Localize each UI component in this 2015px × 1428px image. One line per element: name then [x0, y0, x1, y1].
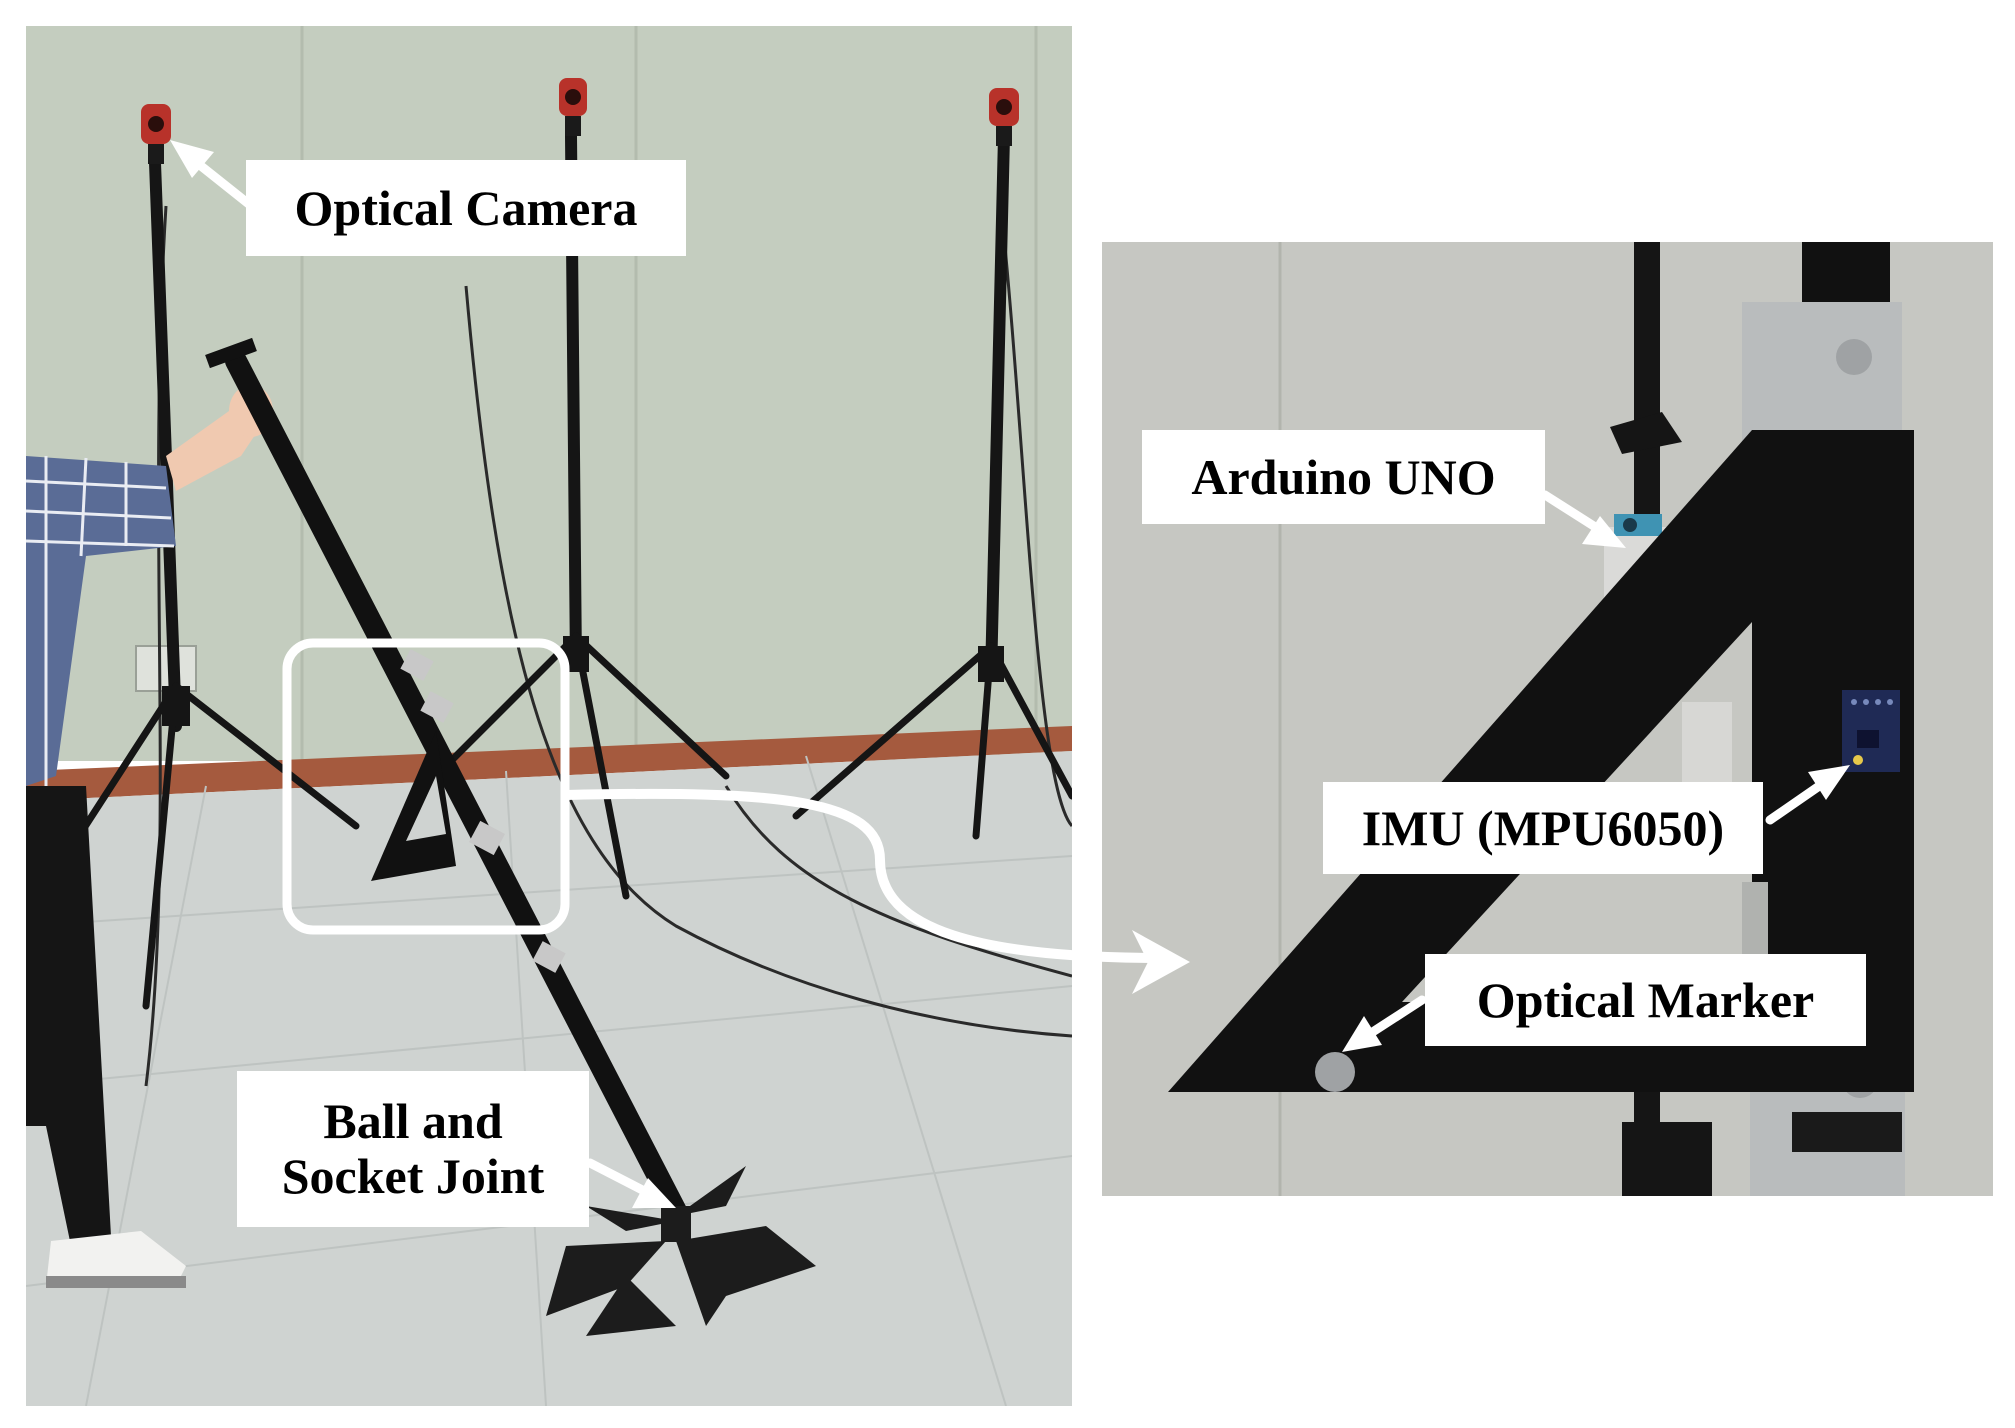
imu-label: IMU (MPU6050) [1323, 782, 1763, 874]
zoom-connector-line [565, 788, 1163, 963]
ball-socket-base [546, 1166, 816, 1336]
arduino-arrow [1540, 490, 1626, 548]
arduino-label-text: Arduino UNO [1191, 448, 1496, 505]
camera-cables [144, 205, 1072, 1087]
optical-camera-label: Optical Camera [246, 160, 686, 256]
ball-socket-arrow [585, 1158, 676, 1208]
optical-marker-label: Optical Marker [1425, 954, 1866, 1046]
optical-camera-arrow [170, 140, 255, 210]
tripod-right [792, 130, 1072, 840]
ball-socket-label-line1: Ball and [323, 1093, 503, 1149]
imu-arrow [1765, 765, 1850, 825]
optical-marker-arrow [1342, 995, 1427, 1052]
imu-board [1842, 690, 1900, 772]
person [26, 385, 273, 1288]
arduino-label: Arduino UNO [1142, 430, 1545, 524]
optical-marker-ball [1315, 1052, 1355, 1092]
zoom-connector-arrowhead [1132, 930, 1190, 994]
optical-camera-left [141, 104, 171, 164]
ball-socket-label: Ball and Socket Joint [237, 1071, 589, 1227]
zoom-region-box [282, 638, 570, 935]
optical-marker-label-text: Optical Marker [1476, 971, 1815, 1028]
optical-camera-label-text: Optical Camera [294, 179, 638, 236]
optical-camera-center [559, 78, 587, 136]
imu-label-text: IMU (MPU6050) [1361, 799, 1725, 856]
instrumented-pole [205, 337, 687, 1222]
ball-socket-label-line2: Socket Joint [281, 1148, 545, 1204]
optical-camera-right [989, 88, 1019, 146]
